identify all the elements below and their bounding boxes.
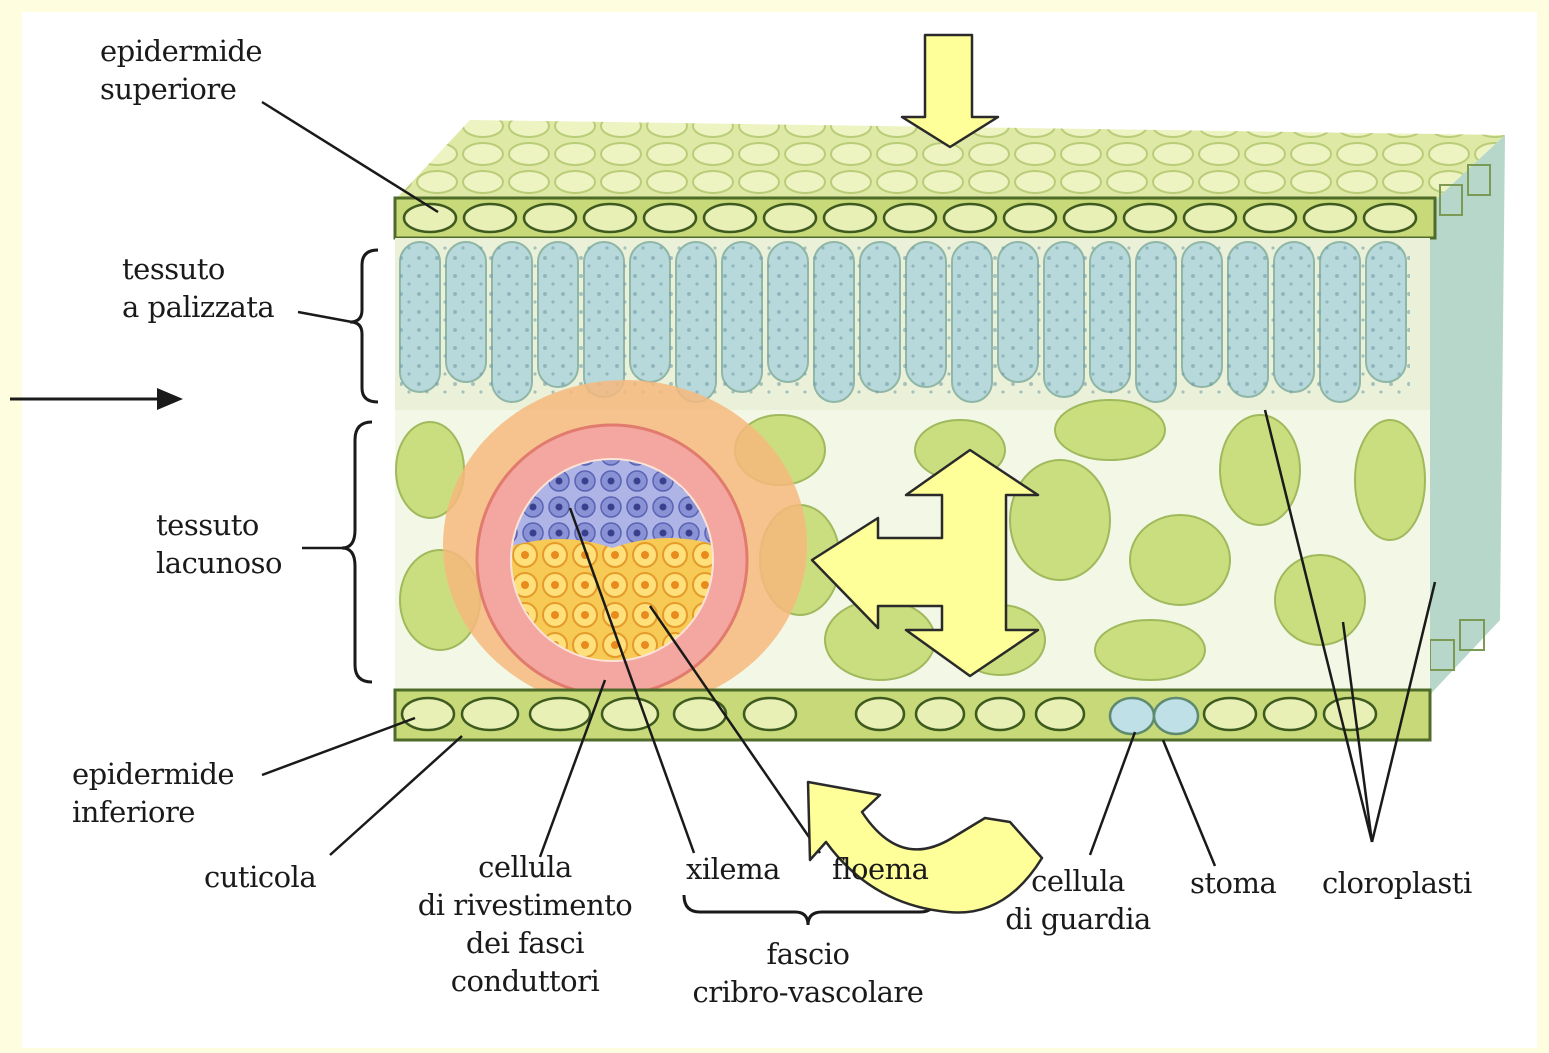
label-line: di rivestimento [385,886,665,924]
palisade-chloroplast-dots [400,245,1410,395]
label-cuticola: cuticola [204,858,316,896]
spongy-bracket [342,422,372,682]
label-stoma: stoma [1190,864,1276,902]
upper-epidermis-cells [404,204,1416,232]
label-tessuto-lacunoso: tessuto lacunoso [156,506,282,582]
label-line: epidermide [100,32,262,70]
label-line: epidermide [72,755,234,793]
label-tessuto-palizzata: tessuto a palizzata [122,250,274,326]
label-floema: floema [832,850,928,888]
label-cellula-di-guardia: cellula di guardia [978,862,1178,938]
label-line: tessuto [122,250,274,288]
label-line: di guardia [978,900,1178,938]
label-cellula-rivestimento: cellula di rivestimento dei fasci condut… [385,848,665,1000]
label-line: cellula [978,862,1178,900]
palisade-bracket [350,250,378,402]
label-epidermide-inferiore: epidermide inferiore [72,755,234,831]
leaf-side-face [1425,135,1505,700]
label-line: conduttori [385,962,665,1000]
label-line: cribro-vascolare [668,973,948,1011]
label-fascio-cribro-vascolare: fascio cribro-vascolare [668,935,948,1011]
label-xilema: xilema [686,850,780,888]
lower-epidermis-cells [402,698,1376,730]
label-cloroplasti: cloroplasti [1322,864,1472,902]
label-line: a palizzata [122,288,274,326]
label-line: superiore [100,70,262,108]
label-line: dei fasci [385,924,665,962]
label-line: cellula [385,848,665,886]
label-line: lacunoso [156,544,282,582]
label-epidermide-superiore: epidermide superiore [100,32,262,108]
label-line: inferiore [72,793,234,831]
label-line: fascio [668,935,948,973]
label-line: tessuto [156,506,282,544]
left-pointer-arrow [10,388,183,410]
